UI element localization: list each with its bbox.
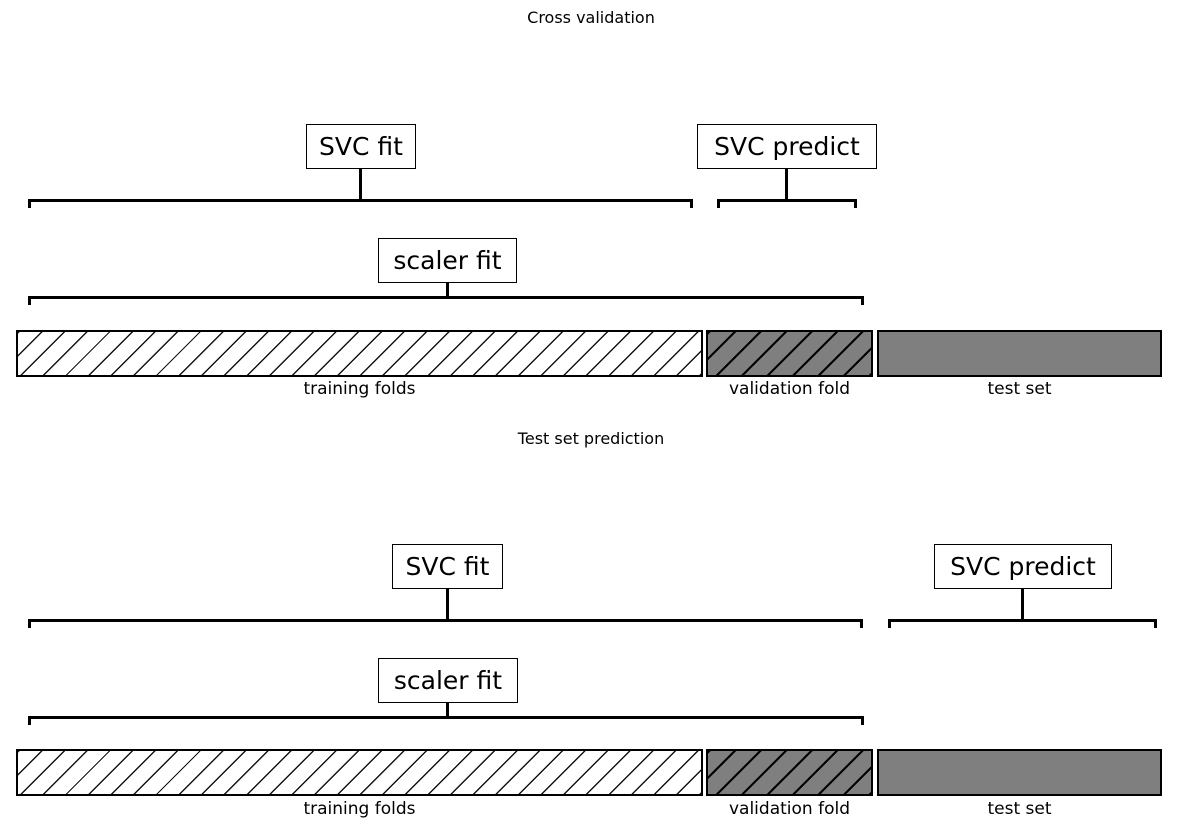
scaler-fit-label: scaler fit	[393, 666, 503, 695]
svc-fit-connector-line	[446, 589, 449, 620]
training-folds-bar	[16, 749, 703, 796]
validation-fold-bar	[706, 330, 873, 377]
svc-predict-bracket	[888, 619, 1157, 628]
svc-predict-box: SVC predict	[697, 124, 877, 169]
scaler-fit-bracket	[28, 296, 864, 305]
svc-fit-label: SVC fit	[319, 132, 403, 161]
panel-title: Cross validation	[527, 8, 655, 27]
scaler-fit-box: scaler fit	[378, 238, 517, 283]
svc-fit-connector-line	[359, 169, 362, 200]
svc-fit-bracket	[28, 199, 693, 208]
svc-predict-connector-line	[785, 169, 788, 200]
test-set-bar	[877, 330, 1162, 377]
svc-fit-label: SVC fit	[405, 552, 490, 581]
svc-fit-box: SVC fit	[392, 544, 503, 589]
scaler-fit-bracket	[28, 716, 864, 725]
training-folds-bar-label: training folds	[303, 799, 416, 819]
test-set-bar-label: test set	[987, 799, 1052, 819]
validation-fold-bar-label: validation fold	[728, 379, 850, 399]
test-set-bar	[877, 749, 1162, 796]
scaler-fit-connector-line	[446, 703, 449, 717]
test-set-bar-label: test set	[987, 379, 1052, 399]
training-folds-bar-label: training folds	[303, 379, 416, 399]
scaler-fit-box: scaler fit	[378, 658, 518, 703]
scaler-fit-label: scaler fit	[393, 246, 502, 275]
scaler-fit-connector-line	[446, 283, 449, 297]
svc-predict-box: SVC predict	[934, 544, 1112, 589]
svc-fit-box: SVC fit	[306, 124, 416, 169]
training-folds-bar	[16, 330, 703, 377]
svc-predict-label: SVC predict	[950, 552, 1096, 581]
validation-fold-bar-label: validation fold	[728, 799, 850, 819]
svc-fit-bracket	[28, 619, 863, 628]
svc-predict-connector-line	[1021, 589, 1024, 620]
validation-fold-bar	[706, 749, 873, 796]
svc-predict-bracket	[717, 199, 857, 208]
svc-predict-label: SVC predict	[714, 132, 860, 161]
panel-title: Test set prediction	[517, 429, 665, 448]
